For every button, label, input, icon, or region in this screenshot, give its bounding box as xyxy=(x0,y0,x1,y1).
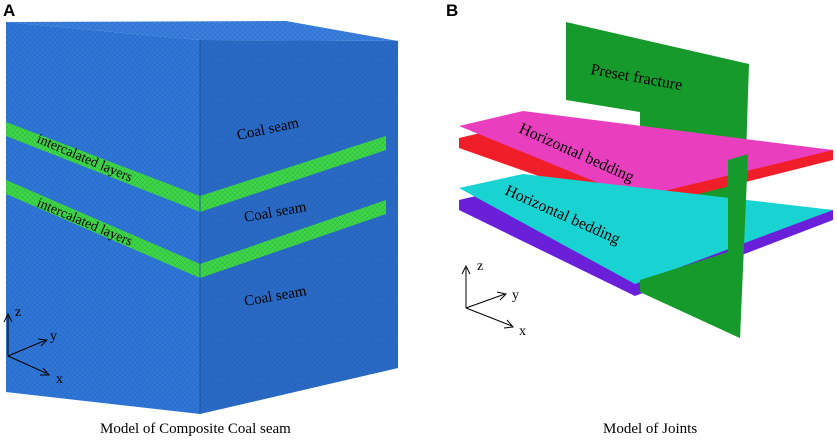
z-axis-arrowhead xyxy=(461,264,471,275)
x-axis-line xyxy=(465,307,513,327)
composite-coal-block xyxy=(6,21,398,414)
x-axis-arrowhead xyxy=(40,367,51,376)
z-axis-arrowhead xyxy=(3,312,13,323)
panel-b-letter: B xyxy=(446,1,458,20)
axis-triad-a xyxy=(3,312,51,376)
x-axis-line xyxy=(7,355,49,375)
preset-fracture-front xyxy=(640,154,748,338)
axis-a-x-label: x xyxy=(56,372,63,387)
axis-a-y-label: y xyxy=(50,329,57,344)
axis-a-z-label: z xyxy=(15,305,21,320)
y-axis-arrowhead xyxy=(37,338,49,347)
axis-b-z-label: z xyxy=(477,259,483,274)
axis-b-x-label: x xyxy=(519,324,526,339)
panel-b: B Preset fracture Horizontal bedding Hor… xyxy=(446,1,833,437)
axis-triad-b xyxy=(461,264,514,329)
caption-a: Model of Composite Coal seam xyxy=(100,421,291,437)
panel-a: A Coal seam intercalated layer xyxy=(3,1,398,437)
panel-a-letter: A xyxy=(3,1,15,20)
y-axis-arrowhead xyxy=(496,291,507,301)
y-axis-line xyxy=(465,293,506,309)
x-axis-arrowhead xyxy=(503,319,514,329)
upper-bedding-top xyxy=(459,111,833,198)
axis-b-y-label: y xyxy=(512,288,519,303)
caption-b: Model of Joints xyxy=(603,421,697,437)
y-axis-line xyxy=(7,339,47,357)
